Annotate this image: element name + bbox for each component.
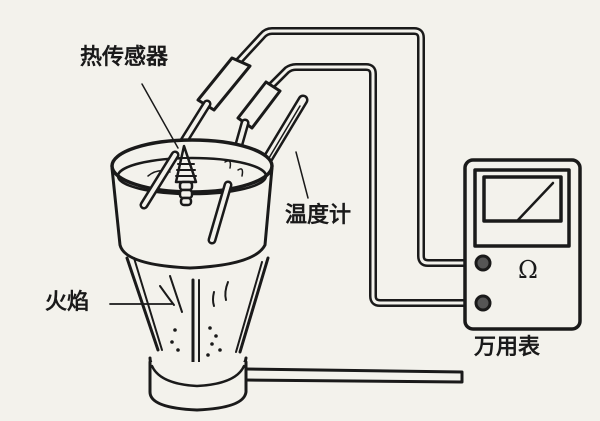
meter-needle (516, 181, 555, 222)
burner-handle (244, 367, 464, 384)
thermal-sensor-bulb (174, 144, 198, 207)
thermal-sensor-leader (141, 83, 179, 149)
flame-label: 火焰 (45, 290, 90, 315)
terminal-2 (474, 294, 492, 312)
beaker (110, 138, 274, 270)
thermometer-label: 温度计 (285, 203, 352, 228)
thermal-sensor-label: 热传感器 (80, 45, 169, 70)
multimeter (463, 158, 582, 331)
multimeter-label: 万用表 (474, 335, 541, 360)
ohm-symbol: Ω (518, 256, 538, 284)
thermometer-leader (295, 151, 309, 199)
wires (234, 27, 487, 307)
terminal-1 (474, 254, 492, 272)
flame (125, 256, 270, 374)
burner (148, 356, 464, 412)
